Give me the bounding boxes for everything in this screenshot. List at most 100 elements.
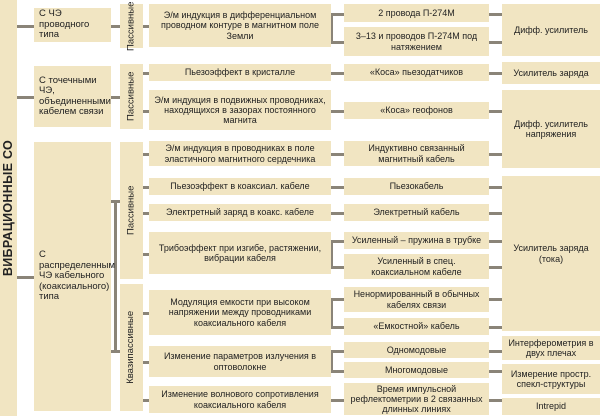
sensor-label: 2 провода П-274М bbox=[378, 7, 455, 18]
sensor-box: «Емкостной» кабель bbox=[344, 318, 489, 335]
processing-label: Измерение простр. спекл-структуры bbox=[510, 368, 592, 389]
connector bbox=[488, 186, 502, 189]
connector bbox=[16, 25, 36, 28]
group-distributed-cable: С распределенным ЧЭ кабельного (коаксиал… bbox=[34, 142, 115, 411]
sensor-label: Время импульсной рефлектометрии в 2 связ… bbox=[350, 383, 483, 415]
effect-box: Пьезоэффект в кристалле bbox=[149, 64, 331, 81]
connector bbox=[109, 25, 121, 28]
sensor-box: Индуктивно связанный магнитный кабель bbox=[344, 141, 489, 166]
sensor-label: «Емкостной» кабель bbox=[373, 321, 460, 332]
effect-box: Модуляция емкости при высоком напряжении… bbox=[149, 290, 331, 335]
mode-passive-1: Пассивные bbox=[120, 1, 143, 51]
connector bbox=[488, 326, 502, 329]
sensor-label: «Коса» пьезодатчиков bbox=[369, 67, 464, 78]
connector bbox=[330, 266, 345, 269]
connector bbox=[488, 350, 502, 353]
group-point-sensors: С точечными ЧЭ, объединенными кабелем св… bbox=[34, 66, 111, 127]
connector bbox=[330, 298, 333, 329]
connector bbox=[488, 72, 502, 75]
effect-box: Электретный заряд в коакс. кабеле bbox=[149, 204, 331, 221]
effect-box: Э/м индукция в проводниках в поле эласти… bbox=[149, 141, 331, 166]
sensor-box: Время импульсной рефлектометрии в 2 связ… bbox=[344, 383, 489, 415]
connector bbox=[330, 240, 333, 269]
effect-label: Трибоэффект при изгибе, растяжении, вибр… bbox=[158, 242, 322, 263]
sensor-box: «Коса» геофонов bbox=[344, 102, 489, 119]
sensor-box: Многомодовые bbox=[344, 362, 489, 378]
sensor-box: Одномодовые bbox=[344, 342, 489, 358]
connector bbox=[142, 72, 150, 75]
connector bbox=[330, 186, 345, 189]
connector bbox=[330, 370, 345, 373]
sensor-box: Пьезокабель bbox=[344, 178, 489, 195]
connector bbox=[142, 212, 150, 215]
effect-label: Э/м индукция в проводниках в поле эласти… bbox=[164, 143, 316, 164]
effect-label: Электретный заряд в коакс. кабеле bbox=[165, 207, 315, 218]
effect-label: Э/м индукция в подвижных проводниках, на… bbox=[154, 94, 326, 126]
effect-box: Э/м индукция в подвижных проводниках, на… bbox=[149, 90, 331, 130]
connector bbox=[330, 13, 333, 44]
connector bbox=[16, 276, 36, 279]
connector bbox=[142, 253, 150, 256]
group-wire-type: С ЧЭ проводного типа bbox=[34, 8, 111, 42]
group-label: С точечными ЧЭ, объединенными кабелем св… bbox=[39, 74, 111, 117]
connector bbox=[488, 212, 502, 215]
effect-label: Модуляция емкости при высоком напряжении… bbox=[168, 297, 312, 328]
connector bbox=[488, 298, 502, 301]
connector bbox=[142, 399, 150, 402]
connector bbox=[114, 200, 117, 352]
connector bbox=[109, 96, 121, 99]
connector bbox=[330, 326, 345, 329]
processing-label: Усилитель заряда bbox=[513, 67, 589, 78]
connector bbox=[142, 361, 150, 364]
sensor-label: Пьезокабель bbox=[389, 181, 444, 192]
mode-passive-2: Пассивные bbox=[120, 64, 143, 129]
connector bbox=[330, 350, 345, 353]
sensor-label: Ненормированный в обычных кабелях связи bbox=[353, 289, 480, 310]
connector bbox=[330, 212, 345, 215]
connector bbox=[330, 350, 333, 373]
mode-label: Пассивные bbox=[125, 185, 137, 236]
sensor-box: Ненормированный в обычных кабелях связи bbox=[344, 287, 489, 312]
connector bbox=[330, 41, 345, 44]
root-label: ВИБРАЦИОННЫЕ СО bbox=[1, 139, 16, 277]
sensor-label: Одномодовые bbox=[386, 344, 447, 355]
sensor-box: 2 провода П-274М bbox=[344, 4, 489, 22]
processing-label: Дифф. усилитель напряжения bbox=[514, 118, 588, 139]
connector bbox=[330, 298, 345, 301]
connector bbox=[488, 153, 502, 156]
sensor-label: Индуктивно связанный магнитный кабель bbox=[368, 143, 465, 164]
processing-label: Дифф. усилитель bbox=[514, 24, 588, 35]
connector bbox=[330, 153, 345, 156]
processing-box: Интерферометрия в двух плечах bbox=[502, 336, 600, 360]
sensor-label: 3–13 и проводов П-274М под натяжением bbox=[355, 31, 478, 52]
connector bbox=[330, 13, 345, 16]
sensor-label: Многомодовые bbox=[384, 364, 449, 375]
sensor-label: Усиленный – пружина в трубке bbox=[351, 235, 482, 246]
mode-label: Пассивные bbox=[125, 1, 137, 51]
effect-box: Э/м индукция в дифференциальном проводно… bbox=[149, 4, 331, 47]
effect-box: Трибоэффект при изгибе, растяжении, вибр… bbox=[149, 232, 331, 274]
effect-label: Изменение параметров излучения в оптовол… bbox=[163, 351, 317, 372]
sensor-box: 3–13 и проводов П-274М под натяжением bbox=[344, 27, 489, 56]
connector bbox=[488, 110, 502, 113]
connector bbox=[488, 266, 502, 269]
connector bbox=[142, 110, 150, 113]
processing-box: Дифф. усилитель bbox=[502, 4, 600, 56]
effect-box: Пьезоэффект в коаксиал. кабеле bbox=[149, 178, 331, 195]
connector bbox=[142, 25, 150, 28]
processing-box: Дифф. усилитель напряжения bbox=[502, 90, 600, 168]
connector bbox=[330, 110, 345, 113]
sensor-label: Усиленный в спец. коаксиальном кабеле bbox=[371, 256, 462, 277]
mode-label: Пассивные bbox=[125, 71, 137, 122]
mode-label: Квазипассивные bbox=[125, 311, 137, 384]
connector bbox=[142, 312, 150, 315]
sensor-label: «Коса» геофонов bbox=[380, 105, 453, 116]
connector bbox=[488, 370, 502, 373]
group-label: С ЧЭ проводного типа bbox=[39, 8, 90, 41]
effect-label: Изменение волнового сопротивления коакси… bbox=[161, 389, 319, 410]
sensor-label: Электретный кабель bbox=[373, 207, 460, 218]
connector bbox=[16, 96, 36, 99]
processing-label: Intrepid bbox=[535, 401, 567, 412]
group-label: С распределенным ЧЭ кабельного (коаксиал… bbox=[39, 249, 116, 303]
effect-box: Изменение параметров излучения в оптовол… bbox=[149, 346, 331, 377]
